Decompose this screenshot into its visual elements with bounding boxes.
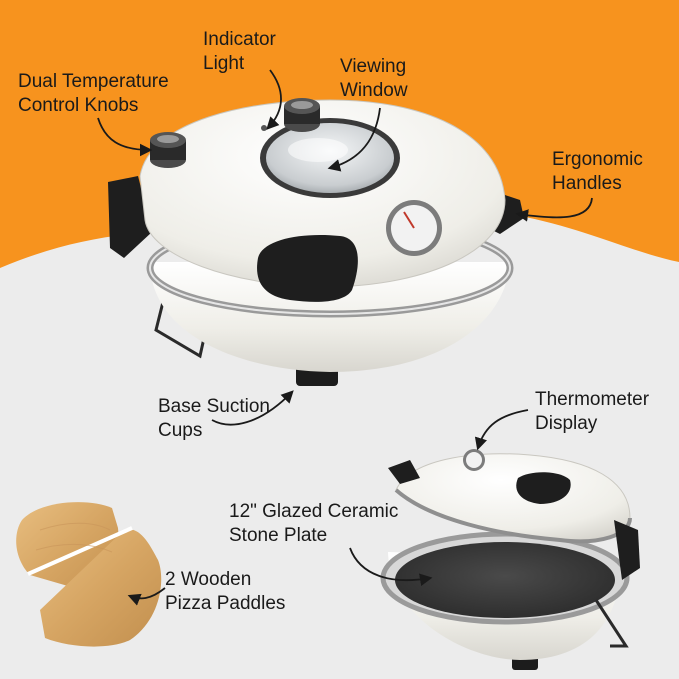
ceramic-stone-plate bbox=[395, 542, 615, 618]
arrow-handles bbox=[515, 197, 593, 222]
callout-indicator-light: Indicator Light bbox=[203, 29, 276, 74]
indicator-light bbox=[261, 125, 267, 131]
arrow-viewing-window bbox=[327, 107, 381, 172]
temperature-knob-right bbox=[284, 98, 320, 132]
callout-base-suction-cups: Base Suction Cups bbox=[158, 396, 270, 441]
side-handle-3 bbox=[614, 520, 640, 580]
left-handle bbox=[108, 176, 152, 258]
callout-ergonomic-handles: Ergonomic Handles bbox=[552, 149, 643, 194]
arrow-indicator bbox=[266, 69, 282, 130]
pizza-oven-main bbox=[108, 98, 524, 386]
arrow-base bbox=[211, 390, 294, 426]
wooden-paddle-right bbox=[40, 529, 162, 647]
arrow-paddles bbox=[127, 587, 166, 606]
temperature-knob-left bbox=[150, 132, 186, 168]
front-handle-2 bbox=[516, 472, 571, 504]
callout-viewing-window: Viewing Window bbox=[340, 56, 408, 101]
side-handle-2 bbox=[388, 460, 420, 484]
thermometer-needle bbox=[403, 211, 415, 229]
wire-stand-2 bbox=[594, 599, 629, 648]
callout-dual-temperature-knobs: Dual Temperature Control Knobs bbox=[18, 71, 169, 116]
arrow-dual-knobs bbox=[97, 117, 153, 157]
arrow-stone bbox=[349, 547, 433, 586]
wooden-pizza-paddles bbox=[16, 502, 162, 647]
arrow-thermometer bbox=[474, 409, 529, 451]
thermometer-dial-2 bbox=[466, 452, 482, 468]
front-handle bbox=[257, 234, 358, 302]
callout-arrows bbox=[97, 69, 593, 606]
callout-ceramic-stone-plate: 12" Glazed Ceramic Stone Plate bbox=[229, 501, 399, 546]
callout-wooden-pizza-paddles: 2 Wooden Pizza Paddles bbox=[165, 569, 286, 614]
pizza-oven-open bbox=[380, 449, 640, 670]
callout-thermometer-display: Thermometer Display bbox=[535, 389, 650, 434]
